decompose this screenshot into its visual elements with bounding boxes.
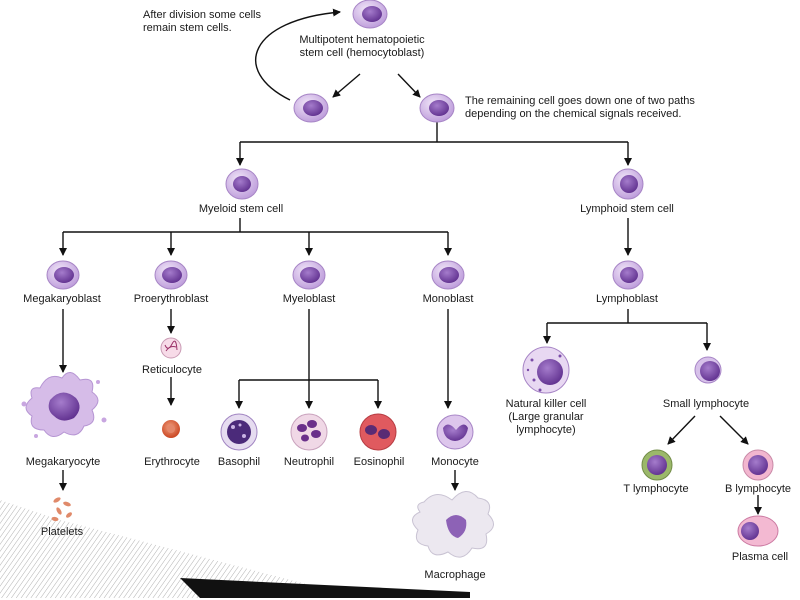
label-myeloblast: Myeloblast <box>282 293 336 305</box>
decorative-corner-stripes <box>0 500 470 598</box>
neutrophil-cell <box>290 413 328 451</box>
label-monocyte: Monocyte <box>431 456 479 468</box>
label-lymphoblast: Lymphoblast <box>596 293 658 305</box>
label-plasma-cell: Plasma cell <box>731 551 789 563</box>
label-eosinophil: Eosinophil <box>353 456 405 468</box>
lymphoid-stem-cell <box>612 168 644 200</box>
daughter-stem-cell-left <box>293 93 329 123</box>
myeloid-stem-cell <box>225 168 259 200</box>
b-lymphocyte-cell <box>742 449 774 481</box>
label-proerythroblast: Proerythroblast <box>133 293 209 305</box>
small-lymphocyte-cell <box>694 356 722 384</box>
label-lymphoid-stem-cell: Lymphoid stem cell <box>580 203 674 215</box>
monocyte-cell <box>436 414 474 450</box>
megakaryocyte-cell <box>21 372 107 438</box>
label-t-lymphocyte: T lymphocyte <box>623 483 689 495</box>
label-erythrocyte: Erythrocyte <box>144 456 200 468</box>
label-megakaryoblast: Megakaryoblast <box>23 293 101 305</box>
daughter-stem-cell-right <box>419 93 455 123</box>
eosinophil-cell <box>359 413 397 451</box>
connector-lines <box>59 8 762 515</box>
label-macrophage: Macrophage <box>424 569 486 581</box>
proerythroblast-cell <box>154 260 188 290</box>
reticulocyte-cell <box>160 337 182 359</box>
plasma-cell <box>737 515 779 547</box>
label-platelets: Platelets <box>40 526 84 538</box>
lymphoblast-cell <box>612 260 644 290</box>
note-two-paths: The remaining cell goes down one of two … <box>465 95 695 120</box>
label-myeloid-stem-cell: Myeloid stem cell <box>198 203 284 215</box>
natural-killer-cell <box>522 346 570 394</box>
arrow-to-daughter-left <box>332 73 361 98</box>
myeloblast-cell <box>292 260 326 290</box>
label-nk-cell: Natural killer cell (Large granular lymp… <box>505 398 587 436</box>
platelets-cells <box>51 497 72 522</box>
macrophage-cell <box>412 491 494 558</box>
megakaryoblast-cell <box>46 260 80 290</box>
label-small-lymphocyte: Small lymphocyte <box>662 398 750 410</box>
label-megakaryocyte: Megakaryocyte <box>25 456 101 468</box>
label-hemocytoblast: Multipotent hematopoietic stem cell (hem… <box>299 34 425 59</box>
arrow-to-daughter-right <box>397 73 421 98</box>
monoblast-cell <box>431 260 465 290</box>
label-neutrophil: Neutrophil <box>283 456 335 468</box>
t-lymphocyte-cell <box>641 449 673 481</box>
self-renewal-curve-arrow <box>255 8 341 101</box>
label-reticulocyte: Reticulocyte <box>142 364 202 376</box>
label-b-lymphocyte: B lymphocyte <box>724 483 792 495</box>
label-basophil: Basophil <box>217 456 261 468</box>
label-monoblast: Monoblast <box>422 293 474 305</box>
hemocytoblast-cell <box>352 0 388 29</box>
basophil-cell <box>220 413 258 451</box>
note-stem-division: After division some cells remain stem ce… <box>143 9 261 34</box>
erythrocyte-cell <box>162 420 180 438</box>
